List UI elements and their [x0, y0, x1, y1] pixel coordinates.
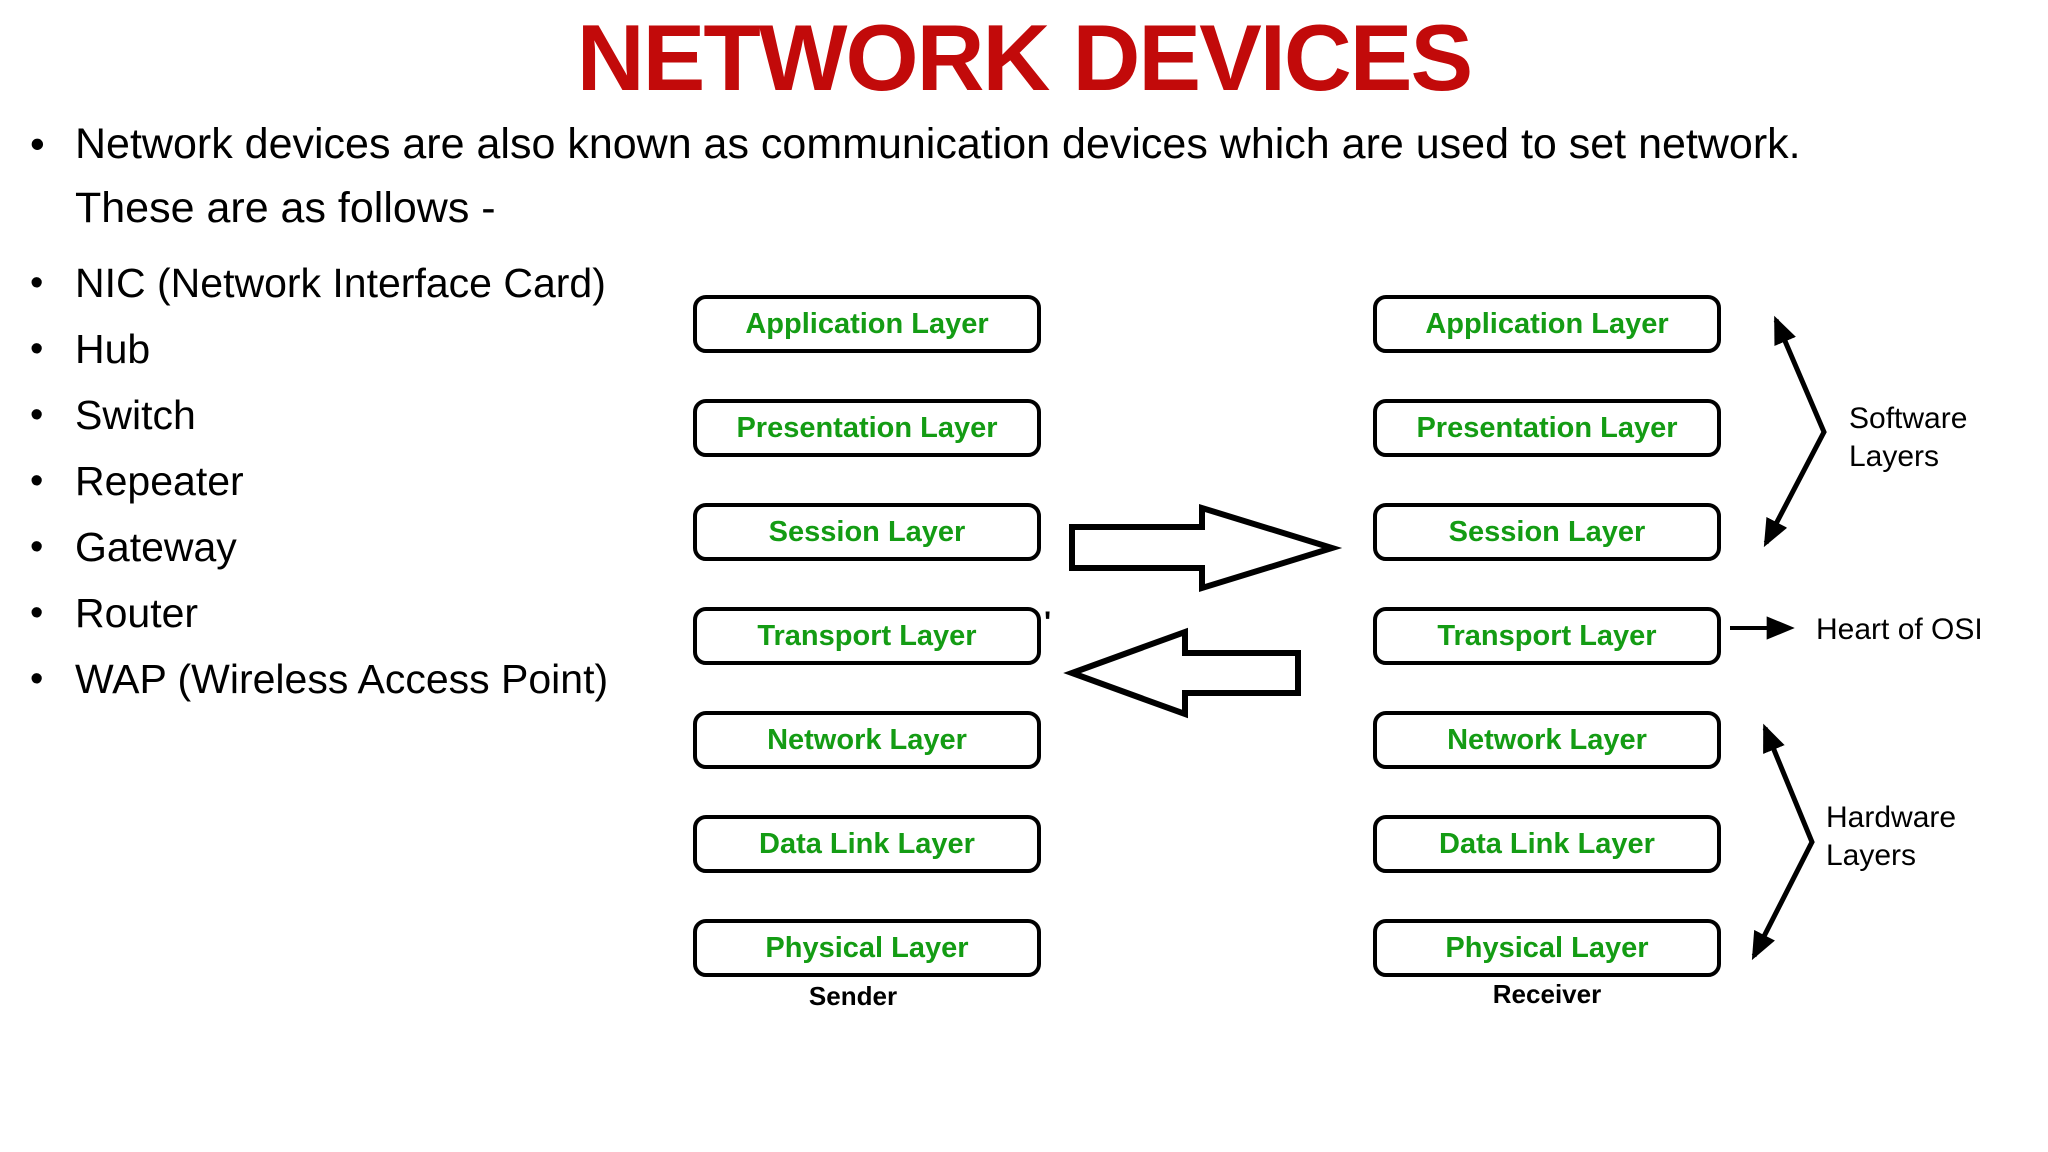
- device-label: WAP (Wireless Access Point): [75, 655, 609, 702]
- layer-box: Session Layer: [1373, 503, 1721, 561]
- device-label: Gateway: [75, 523, 237, 570]
- intro-bullet-item: • Network devices are also known as comm…: [30, 112, 1855, 240]
- stray-mark: ': [1044, 606, 1052, 639]
- heart-of-osi-label: Heart of OSI: [1816, 613, 1983, 646]
- device-label: Switch: [75, 391, 196, 438]
- list-item: • Router: [30, 580, 608, 646]
- bullet-icon: •: [30, 658, 44, 700]
- hardware-layers-span-arrow-icon: [1751, 723, 1815, 961]
- list-item: • NIC (Network Interface Card): [30, 250, 608, 316]
- bullet-icon: •: [30, 262, 44, 304]
- layer-box: Transport Layer: [1373, 607, 1721, 665]
- layer-box: Application Layer: [693, 295, 1041, 353]
- device-list: • NIC (Network Interface Card) • Hub • S…: [30, 250, 608, 712]
- layer-box: Data Link Layer: [1373, 815, 1721, 873]
- bullet-icon: •: [30, 328, 44, 370]
- bullet-icon: •: [30, 394, 44, 436]
- layer-box: Transport Layer: [693, 607, 1041, 665]
- list-item: • Repeater: [30, 448, 608, 514]
- receive-direction-arrow-icon: [1063, 627, 1301, 719]
- hardware-layers-label: Hardware Layers: [1826, 801, 1957, 872]
- send-direction-arrow-icon: [1069, 503, 1343, 593]
- bullet-icon: •: [30, 592, 44, 634]
- layer-box: Application Layer: [1373, 295, 1721, 353]
- list-item: • Switch: [30, 382, 608, 448]
- bullet-icon: •: [30, 460, 44, 502]
- device-label: NIC (Network Interface Card): [75, 259, 606, 306]
- layer-box: Physical Layer: [693, 919, 1041, 977]
- software-layers-span-arrow-icon: [1763, 315, 1827, 548]
- layer-box: Session Layer: [693, 503, 1041, 561]
- list-item: • Gateway: [30, 514, 608, 580]
- sender-caption: Sender: [808, 981, 898, 1011]
- intro-text: Network devices are also known as commun…: [75, 120, 1801, 232]
- receiver-caption: Receiver: [1492, 979, 1602, 1009]
- software-layers-label: Software Layers: [1849, 402, 1968, 473]
- device-label: Hub: [75, 325, 151, 372]
- layer-box: Presentation Layer: [693, 399, 1041, 457]
- page-title: NETWORK DEVICES: [576, 5, 1473, 110]
- list-item: • WAP (Wireless Access Point): [30, 646, 608, 712]
- bullet-icon: •: [30, 526, 44, 568]
- list-item: • Hub: [30, 316, 608, 382]
- device-label: Router: [75, 589, 199, 636]
- layer-box: Physical Layer: [1373, 919, 1721, 977]
- layer-box: Network Layer: [1373, 711, 1721, 769]
- layer-box: Data Link Layer: [693, 815, 1041, 873]
- layer-box: Network Layer: [693, 711, 1041, 769]
- device-label: Repeater: [75, 457, 244, 504]
- bullet-icon: •: [30, 120, 45, 167]
- layer-box: Presentation Layer: [1373, 399, 1721, 457]
